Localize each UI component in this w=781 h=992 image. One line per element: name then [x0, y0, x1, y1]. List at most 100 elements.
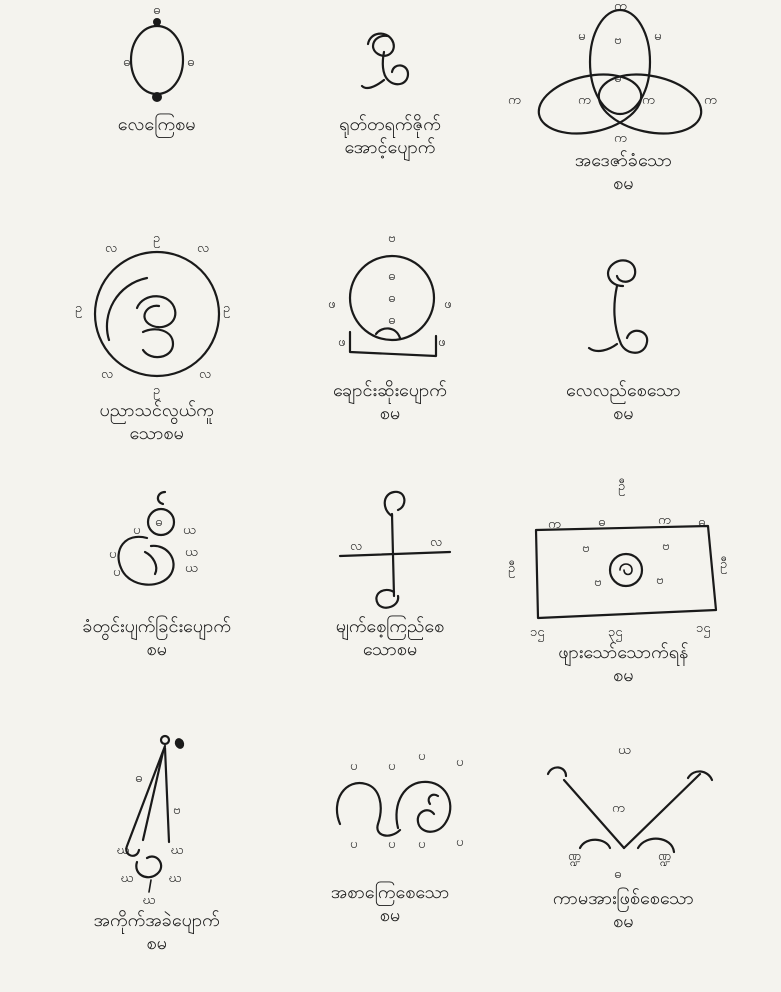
mark-upper-right: မ: [654, 29, 661, 44]
yantra-6: [513, 228, 733, 378]
caption-line: လေကြေစမ: [118, 114, 196, 137]
bottom-mark: ပ: [388, 837, 395, 852]
caption-line: စမ: [566, 403, 681, 426]
side-mark: ဖ: [444, 297, 451, 312]
inner-mark: ဗ: [656, 573, 663, 588]
diagram-caption: အဒေဇာ်ခံသော စမ: [575, 150, 672, 195]
inner-mark: ဓ: [388, 313, 395, 328]
side-mark: ဖ: [328, 297, 335, 312]
yantra-11: ပ ပ ပ ပ ပ ပ ပ ပ: [280, 730, 500, 880]
side-mark: ဖ: [338, 335, 345, 350]
mark-bottom: ဓ: [614, 867, 621, 882]
inner-mark: ဓ: [388, 269, 395, 284]
caption-line: သောစမ: [99, 423, 213, 446]
diagram-cell-10: ဓ ဗ ဃ ဃ ဃ ဃ ဃ အကိုက်အခဲပျောက် စမ: [40, 730, 273, 992]
caption-line: ခံတွင်းပျက်ခြင်းပျောက်: [82, 616, 231, 639]
side-mark: ယ: [185, 545, 198, 560]
top-row-mark: ဓ: [698, 515, 705, 530]
bottom-row-mark: ၁ဌ: [530, 625, 545, 642]
caption-line: စမ: [558, 665, 688, 688]
top-row-mark: ဓ: [598, 515, 605, 530]
diagram-cell-7: ဓ ပ ပ ပ ယ ယ ယ ခံတွင်းပျက်ခြင်းပျောက် စမ: [40, 472, 273, 730]
diagram-cell-11: ပ ပ ပ ပ ပ ပ ပ ပ အစာကြေစေသော စမ: [273, 730, 506, 992]
caption-line: မျက်စေ့ကြည်စေ: [336, 616, 445, 639]
diagram-caption: လေလည်စေသော စမ: [566, 380, 681, 425]
mark-bottom: ဃ: [143, 893, 156, 908]
caption-line: အကိုက်အခဲပျောက်: [94, 910, 220, 933]
caption-line: ကာမအားဖြစ်စေသော: [553, 888, 694, 911]
yantra-10: ဓ ဗ ဃ ဃ ဃ ဃ ဃ: [47, 730, 267, 908]
inner-mark: ဓ: [388, 291, 395, 306]
ring-mark: ဥ: [75, 301, 82, 318]
diagram-caption: ပညာသင်လွယ်ကူ သောစမ: [99, 400, 213, 445]
caption-line: ချောင်းဆိုးပျောက်: [333, 380, 447, 403]
top-row-mark: က: [548, 517, 561, 532]
caption-line: လေလည်စေသော: [566, 380, 681, 403]
top-mark: ပ: [350, 759, 357, 774]
mark-center: ဓ: [614, 71, 621, 86]
inner-mark: ဗ: [594, 575, 601, 590]
mark-right: ဦ: [720, 556, 727, 574]
yantra-12: ယ က ဏ္ဍ ဏ္ဍ ဓ: [508, 730, 738, 886]
caption-line: သောစမ: [336, 639, 445, 662]
mark-top: ဦ: [618, 478, 625, 496]
ring-mark: ဥ: [153, 383, 160, 400]
caption-line: စမ: [575, 173, 672, 196]
bottom-mark: ပ: [350, 837, 357, 852]
diagram-cell-8: လ လ မျက်စေ့ကြည်စေ သောစမ: [273, 472, 506, 730]
side-mark: ဖ: [438, 335, 445, 350]
diagram-caption: အကိုက်အခဲပျောက် စမ: [94, 910, 220, 955]
side-mark: ပ: [113, 565, 120, 580]
mark-upper-center: ဗ: [614, 33, 621, 48]
diagram-cell-4: ဥ လ ဥ လ ဥ လ ဥ လ ပညာသင်လွယ်ကူ သောစမ: [40, 228, 273, 472]
side-mark: ယ: [185, 561, 198, 576]
yantra-2: [280, 0, 500, 112]
ring-mark: လ: [199, 367, 211, 382]
bottom-mark: ပ: [456, 835, 463, 850]
yantra-5: ဗ ဓ ဓ ဓ ဖ ဖ ဖ ဖ: [280, 228, 500, 378]
mark-right: ဃ: [169, 871, 182, 886]
ring-mark: ဥ: [153, 231, 160, 248]
diagram-cell-6: လေလည်စေသော စမ: [507, 228, 740, 472]
mark-top: က: [614, 0, 627, 14]
mark-right: လ: [430, 535, 442, 550]
ring-mark: လ: [101, 367, 113, 382]
mark-top: ဓ: [155, 515, 162, 530]
yantra-4: ဥ လ ဥ လ ဥ လ ဥ လ: [47, 228, 267, 398]
caption-line: အောင့်ပျောက်: [339, 137, 441, 160]
mark-left: ဃ: [117, 843, 130, 858]
mark-left: လ: [350, 539, 362, 554]
side-mark: ယ: [183, 523, 196, 538]
diagram-cell-9: ဦ ဦ ဦ က ဓ က ဓ ဗ ဗ ဗ ဗ ၁ဌ ၃ဌ ၁ဌ ဖျားသော်သ…: [507, 472, 740, 730]
caption-line: ဖျားသော်သောက်ရန်: [558, 642, 688, 665]
mark-top: ယ: [618, 743, 631, 758]
diagram-cell-2: ရုတ်တရက်ဇိုက် အောင့်ပျောက်: [273, 0, 506, 228]
diagram-caption: လေကြေစမ: [118, 114, 196, 137]
diagram-caption: ကာမအားဖြစ်စေသော စမ: [553, 888, 694, 933]
diagram-caption: အစာကြေစေသော စမ: [331, 882, 450, 927]
diagram-cell-1: ဓ ဓ ဓ လေကြေစမ: [40, 0, 273, 228]
mark-left-outer: က: [508, 93, 521, 108]
mark-left: ဏ္ဍ: [568, 849, 581, 866]
mark-right: ဏ္ဍ: [658, 849, 671, 866]
yantra-3: က မ ဗ မ ဓ က က က က က: [508, 0, 738, 148]
diagram-grid: ဓ ဓ ဓ လေကြေစမ ရုတ်တရက်ဇိုက် အောင့်ပျောက်: [40, 0, 740, 992]
yantra-7: ဓ ပ ပ ပ ယ ယ ယ: [47, 472, 267, 614]
mark-right-outer: က: [704, 93, 717, 108]
side-mark: ပ: [109, 547, 116, 562]
diagram-caption: ရုတ်တရက်ဇိုက် အောင့်ပျောက်: [339, 114, 441, 159]
bottom-row-mark: ၁ဌ: [696, 621, 711, 638]
caption-line: စမ: [333, 403, 447, 426]
caption-line: အစာကြေစေသော: [331, 882, 450, 905]
bottom-row-mark: ၃ဌ: [608, 625, 623, 642]
caption-line: စမ: [553, 911, 694, 934]
ring-mark: လ: [105, 241, 117, 256]
diagram-caption: ခံတွင်းပျက်ခြင်းပျောက် စမ: [82, 616, 231, 661]
caption-line: ရုတ်တရက်ဇိုက်: [339, 114, 441, 137]
mark-left: ဦ: [508, 560, 515, 578]
bottom-mark: ပ: [418, 837, 425, 852]
top-mark: ပ: [388, 759, 395, 774]
diagram-caption: ဖျားသော်သောက်ရန် စမ: [558, 642, 688, 687]
mark-top: ဗ: [388, 231, 395, 246]
